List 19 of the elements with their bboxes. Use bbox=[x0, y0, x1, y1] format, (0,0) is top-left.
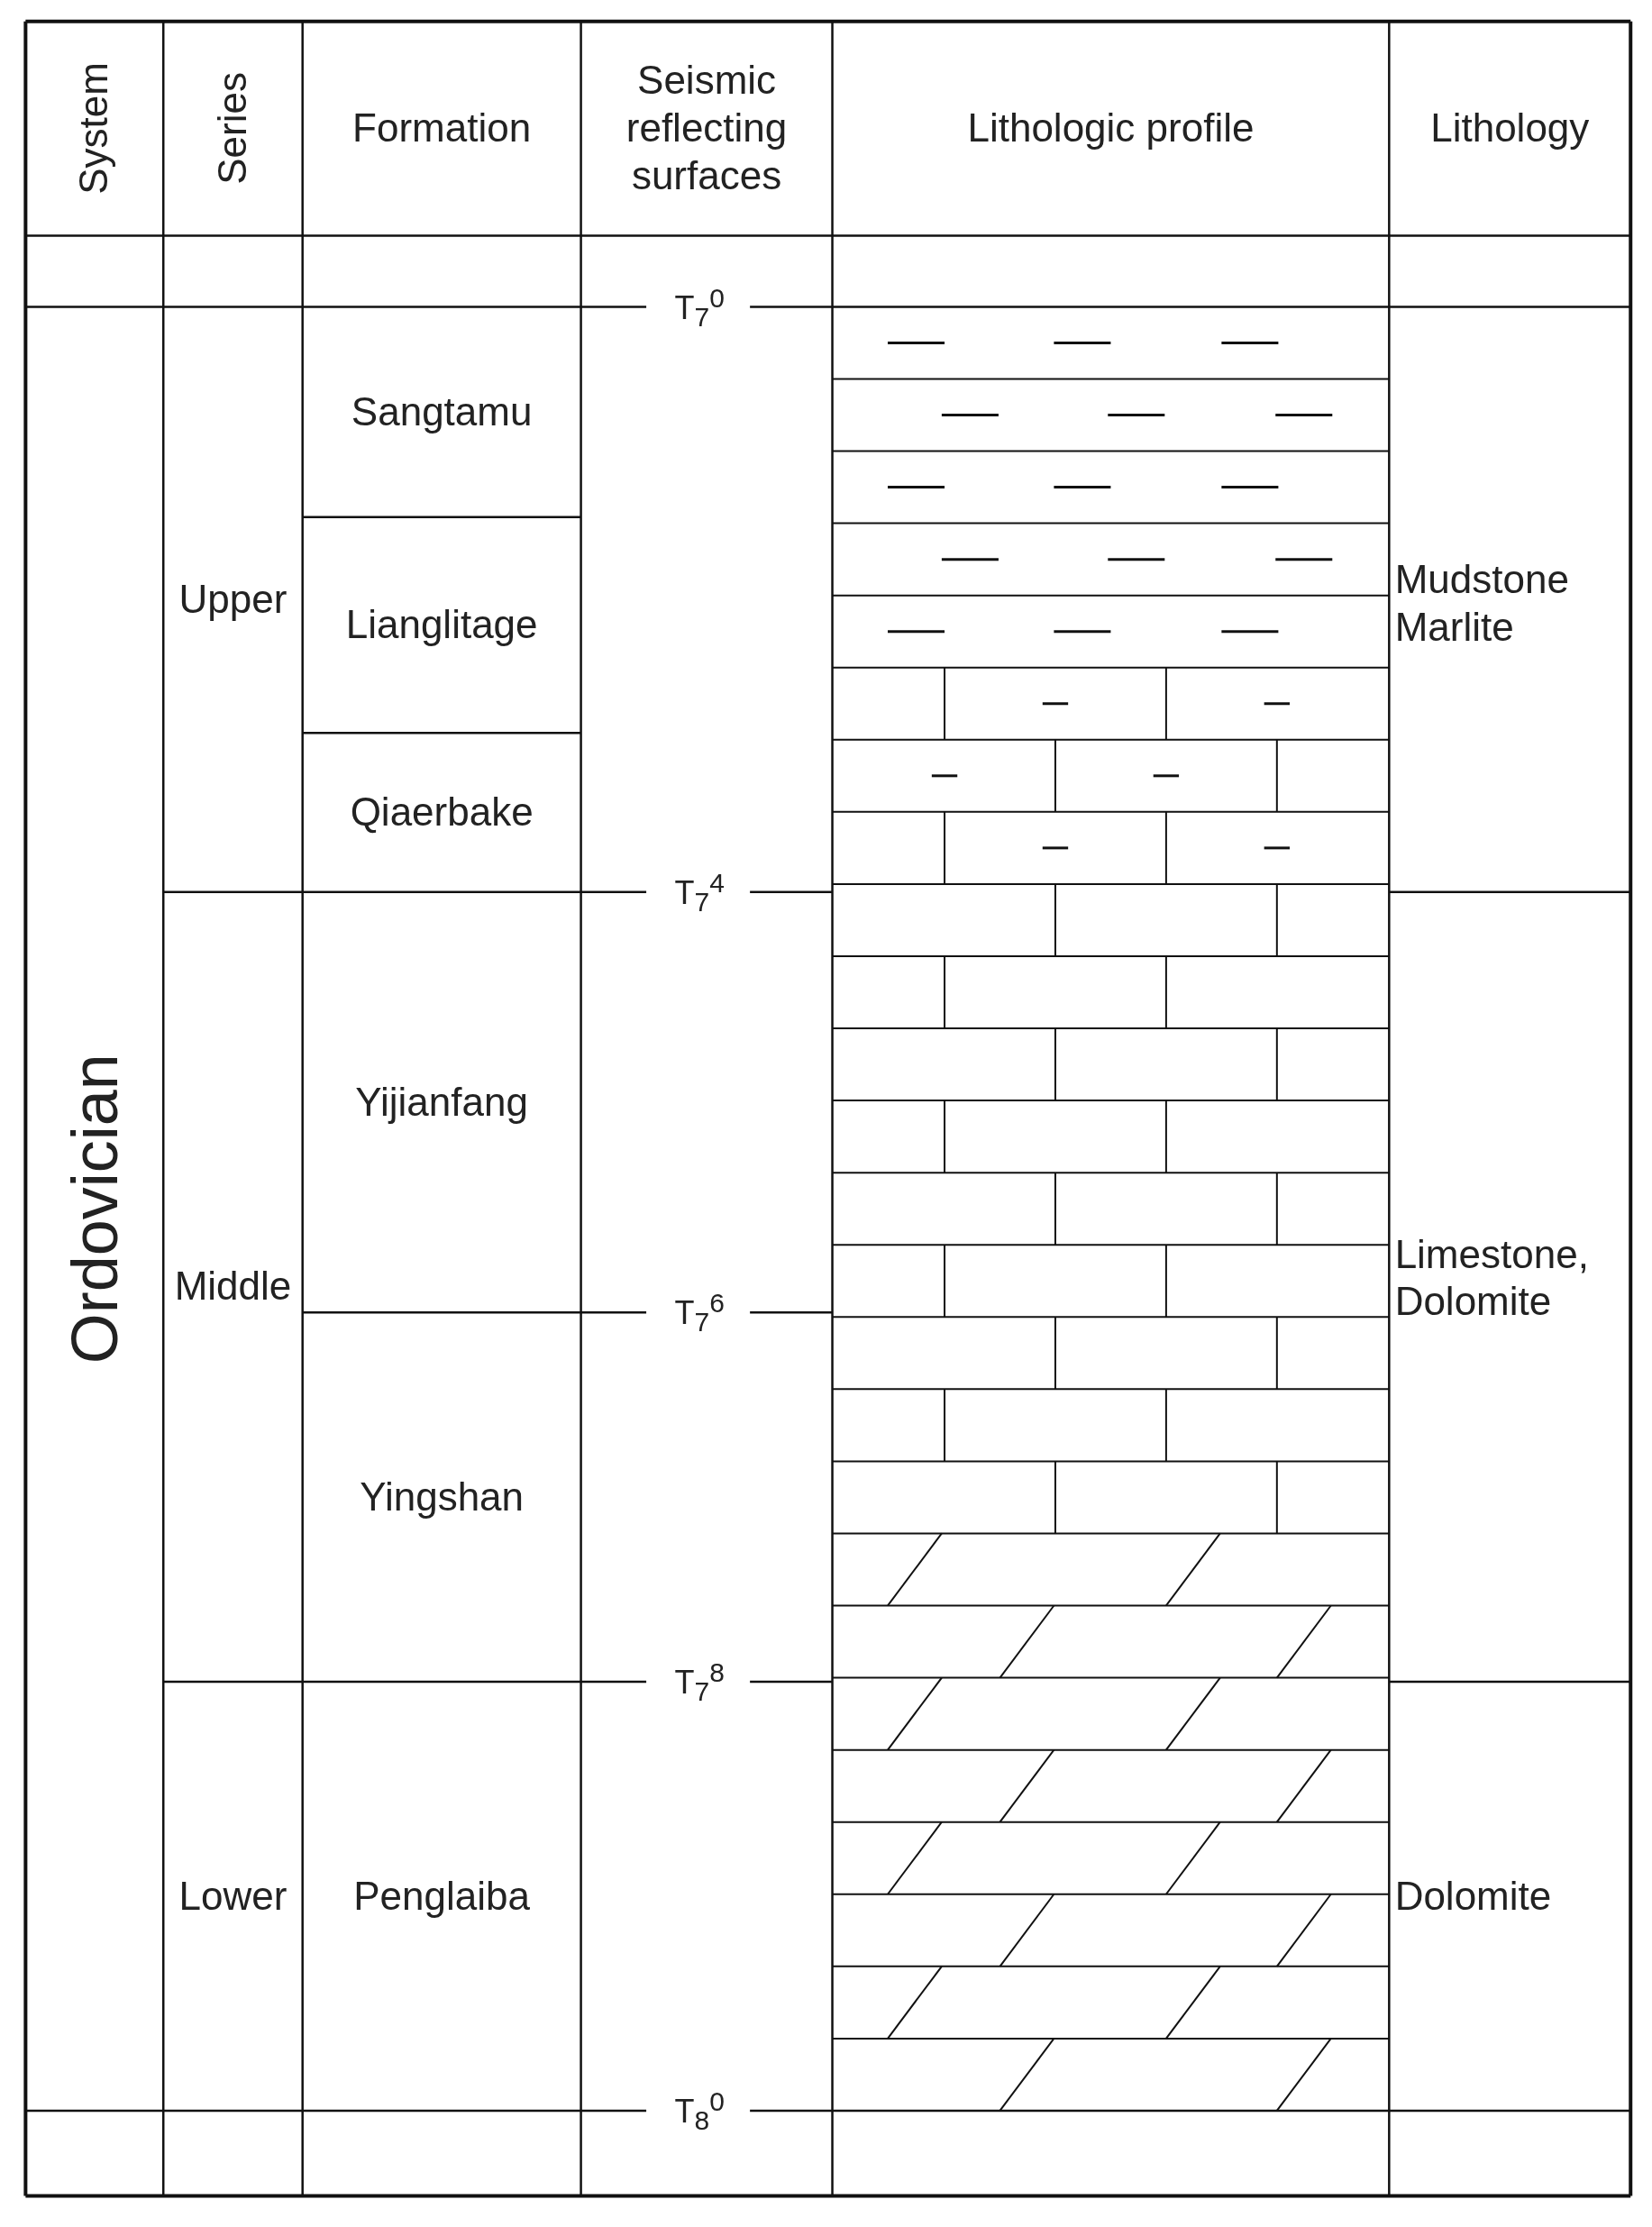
series-name: Lower bbox=[178, 1872, 288, 1920]
lithology-name: Mudstone Marlite bbox=[1394, 556, 1570, 651]
formation-name: Lianglitage bbox=[345, 601, 538, 649]
series-name: Middle bbox=[174, 1263, 292, 1310]
column-header: Lithology bbox=[1430, 105, 1590, 152]
formation-name: Yijianfang bbox=[355, 1078, 528, 1126]
column-header: Lithologic profile bbox=[967, 105, 1255, 152]
lithology-name: Limestone, Dolomite bbox=[1394, 1230, 1590, 1326]
system-name: Ordovician bbox=[57, 1054, 132, 1364]
lithology-name: Dolomite bbox=[1394, 1872, 1552, 1920]
column-header: Series bbox=[209, 72, 256, 185]
formation-name: Yingshan bbox=[360, 1473, 525, 1520]
column-header: System bbox=[70, 62, 117, 195]
formation-name: Penglaiba bbox=[353, 1872, 530, 1920]
series-name: Upper bbox=[178, 575, 288, 623]
formation-name: Qiaerbake bbox=[350, 789, 534, 836]
formation-name: Sangtamu bbox=[351, 388, 533, 435]
column-header: Seismic reflecting surfaces bbox=[625, 57, 789, 199]
column-header: Formation bbox=[352, 105, 532, 152]
